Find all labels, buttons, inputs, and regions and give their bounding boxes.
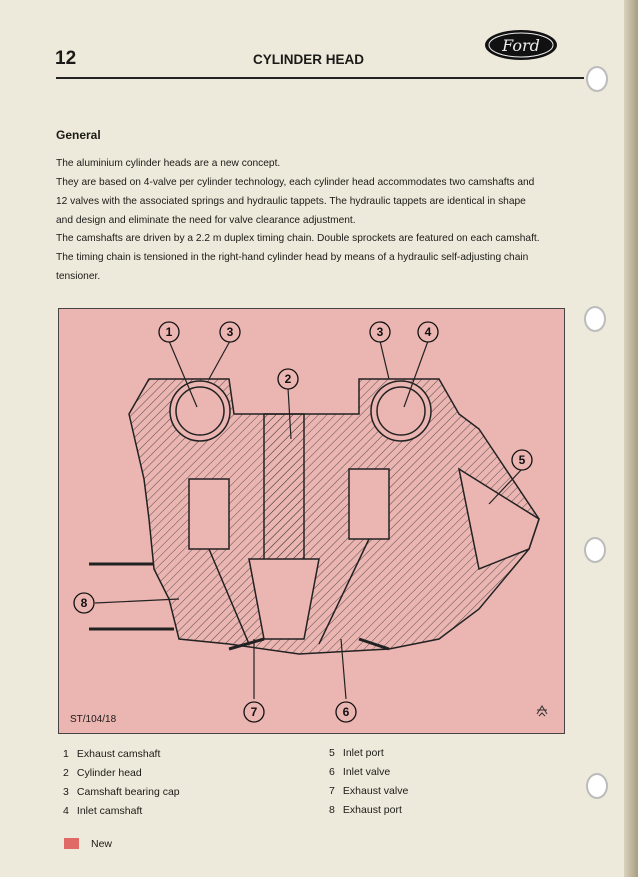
- binder-hole: [586, 66, 608, 92]
- legend-item: 5 Inlet port: [329, 747, 384, 759]
- callout-8: 8: [73, 592, 95, 614]
- binder-page-edge: [624, 0, 638, 877]
- legend-item: 6 Inlet valve: [329, 766, 391, 778]
- callout-3: 3: [369, 321, 391, 343]
- header-rule: [56, 77, 584, 79]
- legend-item: 3 Camshaft bearing cap: [63, 786, 180, 798]
- paragraph-line: They are based on 4-valve per cylinder t…: [56, 177, 535, 188]
- paragraph-line: The timing chain is tensioned in the rig…: [56, 252, 529, 263]
- figure-code: ST/104/18: [70, 714, 117, 725]
- callout-2: 2: [277, 368, 299, 390]
- legend-item: 2 Cylinder head: [63, 767, 142, 779]
- callout-5: 5: [511, 449, 533, 471]
- paragraph-line: The camshafts are driven by a 2.2 m dupl…: [56, 233, 540, 244]
- svg-text:4: 4: [425, 325, 432, 339]
- callout-4: 4: [417, 321, 439, 343]
- svg-text:2: 2: [285, 372, 292, 386]
- svg-text:6: 6: [343, 705, 350, 719]
- binder-hole: [584, 537, 606, 563]
- paragraph-line: The aluminium cylinder heads are a new c…: [56, 158, 281, 169]
- legend-item: 7 Exhaust valve: [329, 785, 409, 797]
- callout-6: 6: [335, 701, 357, 723]
- callouts: 1 3 3 4 2 5 8 7 6: [73, 321, 548, 723]
- svg-text:3: 3: [227, 325, 234, 339]
- callout-1: 1: [158, 321, 180, 343]
- legend-item: 4 Inlet camshaft: [63, 805, 143, 817]
- page-number: 12: [55, 48, 77, 69]
- svg-text:5: 5: [519, 453, 526, 467]
- new-key-label: New: [91, 838, 113, 850]
- page-title: CYLINDER HEAD: [253, 52, 365, 67]
- section-heading: General: [56, 128, 101, 142]
- svg-text:7: 7: [251, 705, 258, 719]
- new-part-symbol-icon: [536, 705, 548, 717]
- cylinder-head-figure: 1 3 3 4 2 5 8 7 6: [58, 308, 565, 734]
- paragraph-line: 12 valves with the associated springs an…: [56, 196, 526, 207]
- binder-hole: [586, 773, 608, 799]
- ford-logo: Ford: [485, 30, 557, 60]
- callout-3: 3: [219, 321, 241, 343]
- paragraph-line: and design and eliminate the need for va…: [56, 215, 356, 226]
- callout-7: 7: [243, 701, 265, 723]
- svg-text:8: 8: [81, 596, 88, 610]
- legend-item: 1 Exhaust camshaft: [63, 748, 161, 760]
- legend-item: 8 Exhaust port: [329, 804, 402, 816]
- svg-text:Ford: Ford: [501, 36, 540, 55]
- svg-text:1: 1: [166, 325, 173, 339]
- svg-text:3: 3: [377, 325, 384, 339]
- cylinder-head-drawing: [89, 340, 540, 700]
- paragraph-line: tensioner.: [56, 271, 101, 282]
- binder-hole: [584, 306, 606, 332]
- new-color-swatch: [64, 838, 79, 849]
